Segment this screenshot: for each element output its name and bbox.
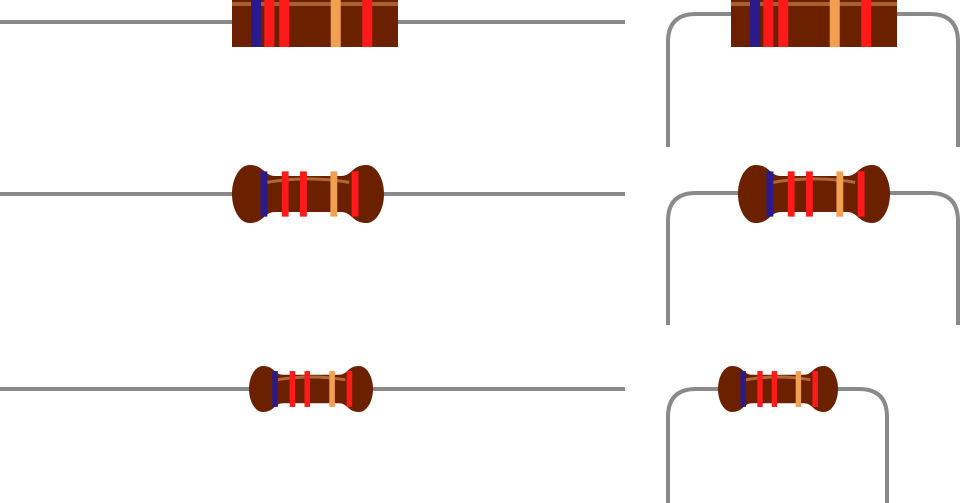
body-highlight (772, 177, 856, 184)
color-band-red (346, 371, 353, 407)
color-band-gold (795, 371, 802, 407)
color-band-red (778, 0, 789, 47)
resistor-medium-straight (0, 165, 625, 223)
color-band-gold (836, 171, 844, 217)
body-highlight (232, 2, 398, 6)
color-band-red (861, 0, 872, 47)
color-band-gold (330, 0, 341, 47)
resistor-small-straight (0, 366, 625, 412)
color-band-red (857, 171, 865, 217)
color-band-red (300, 171, 307, 217)
body-shape (249, 366, 373, 412)
color-band-violet (260, 171, 268, 217)
lead-wire (666, 191, 960, 325)
color-band-red (351, 171, 359, 217)
color-band-violet (750, 0, 761, 47)
color-band-gold (829, 0, 840, 47)
color-band-red (763, 0, 774, 47)
body-shape (738, 165, 890, 223)
resistor-body (718, 366, 838, 412)
resistor-body (249, 366, 373, 412)
color-band-red (304, 371, 311, 407)
color-band-red (289, 371, 296, 407)
color-band-red (787, 171, 795, 217)
color-band-gold (329, 371, 335, 407)
resistor-medium-bent (666, 165, 960, 325)
body-highlight (731, 2, 897, 6)
body-highlight (266, 177, 350, 184)
body-highlight (276, 375, 346, 382)
color-band-red (279, 0, 290, 47)
color-band-red (362, 0, 373, 47)
color-band-violet (272, 371, 278, 407)
color-band-red (806, 171, 813, 217)
resistor-body (731, 0, 897, 47)
color-band-red (264, 0, 275, 47)
lead-wire (666, 387, 889, 503)
resistor-body (232, 0, 398, 47)
color-band-violet (740, 371, 746, 407)
resistor-small-bent (666, 366, 889, 503)
resistor-body (232, 165, 384, 223)
resistor-large-straight (0, 0, 625, 47)
resistor-large-bent (666, 0, 960, 147)
body-shape (232, 165, 384, 223)
color-band-red (812, 371, 818, 407)
color-band-red (757, 371, 763, 407)
color-band-violet (251, 0, 262, 47)
color-band-red (281, 171, 289, 217)
color-band-red (771, 371, 778, 407)
body-highlight (745, 375, 811, 382)
color-band-violet (766, 171, 774, 217)
resistor-body (738, 165, 890, 223)
body-shape (718, 366, 838, 412)
color-band-gold (330, 171, 338, 217)
